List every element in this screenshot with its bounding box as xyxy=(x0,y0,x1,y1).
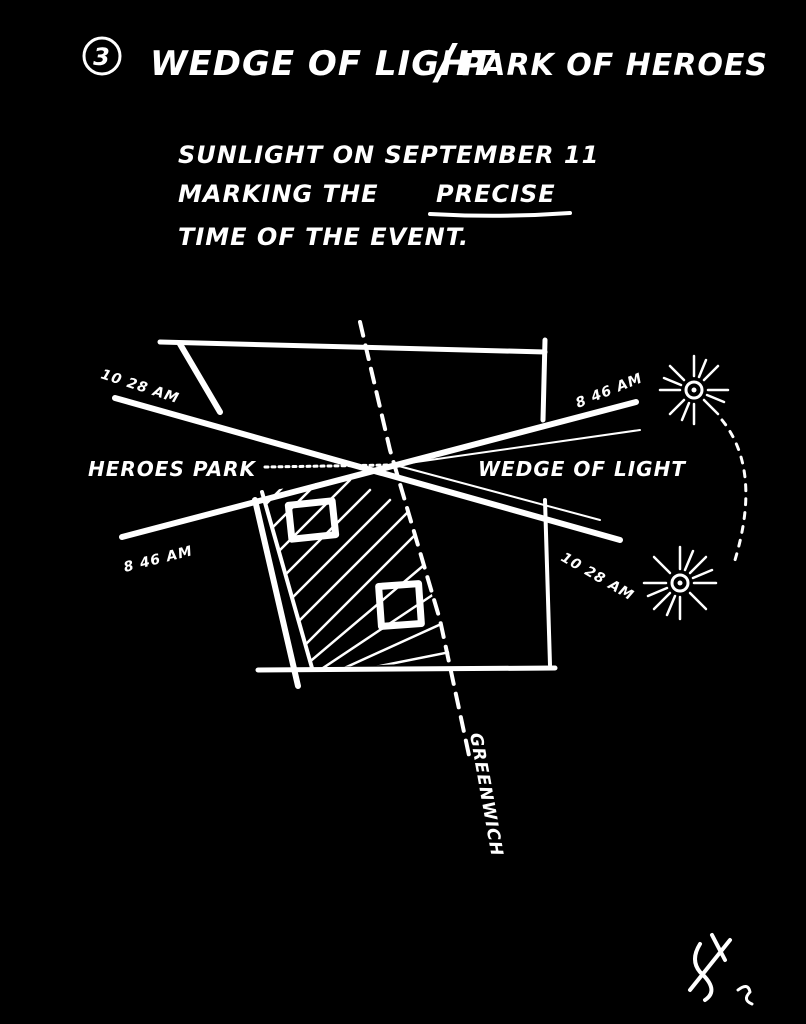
header-subtitle: PARK OF HEROES xyxy=(462,48,768,83)
header-separator: / xyxy=(432,34,458,90)
greenwich-line xyxy=(358,320,472,762)
note-line-1: SUNLIGHT ON SEPTEMBER 11 xyxy=(178,141,599,169)
site-left-edge-lower xyxy=(252,497,301,689)
time-846-lower-left-label: 8 46 AM xyxy=(122,543,195,576)
note-line-3: TIME OF THE EVENT. xyxy=(178,223,469,251)
diagram-labels: HEROES PARK WEDGE OF LIGHT 10 28 AM 8 46… xyxy=(88,367,686,605)
site-left-edge-upper xyxy=(177,341,223,415)
site-bottom-edge xyxy=(255,665,558,673)
sun-rays xyxy=(112,395,641,543)
header-number: 3 xyxy=(93,43,111,71)
site-right-edge-upper xyxy=(540,337,548,423)
heroes-park-label: HEROES PARK xyxy=(88,457,257,481)
site-plan xyxy=(157,337,558,689)
greenwich-label: GREENWICH xyxy=(465,731,506,858)
sun-path-dotted-arc xyxy=(720,418,748,562)
time-1028-left-label: 10 28 AM xyxy=(99,367,181,407)
note-line-2-prefix: MARKING THE xyxy=(178,180,378,208)
heroes-park-dotted-line xyxy=(263,463,392,469)
time-1028-lower-right-label: 10 28 AM xyxy=(558,550,637,605)
site-right-edge-lower xyxy=(543,498,552,667)
note-line-2-emphasis: PRECISE xyxy=(436,180,556,208)
wedge-ray-upper xyxy=(394,429,641,466)
header-title: WEDGE OF LIGHT xyxy=(150,44,496,84)
header: 3 WEDGE OF LIGHT / PARK OF HEROES xyxy=(82,34,768,90)
number-circle xyxy=(82,36,122,76)
ray-846 xyxy=(119,399,639,540)
wedge-ray-lower xyxy=(394,464,601,521)
site-top-edge xyxy=(157,339,548,355)
hatched-block-left-edge xyxy=(260,490,314,670)
building-square-lower xyxy=(375,580,425,630)
note: SUNLIGHT ON SEPTEMBER 11 MARKING THE PRE… xyxy=(178,141,599,251)
signature-mark xyxy=(688,933,754,1006)
precise-underline xyxy=(428,211,572,218)
sun-icon xyxy=(642,545,718,621)
building-square-upper xyxy=(284,497,340,543)
wedge-of-light-label: WEDGE OF LIGHT xyxy=(478,457,686,481)
ray-1028 xyxy=(112,395,623,543)
sun-icon xyxy=(658,354,730,426)
